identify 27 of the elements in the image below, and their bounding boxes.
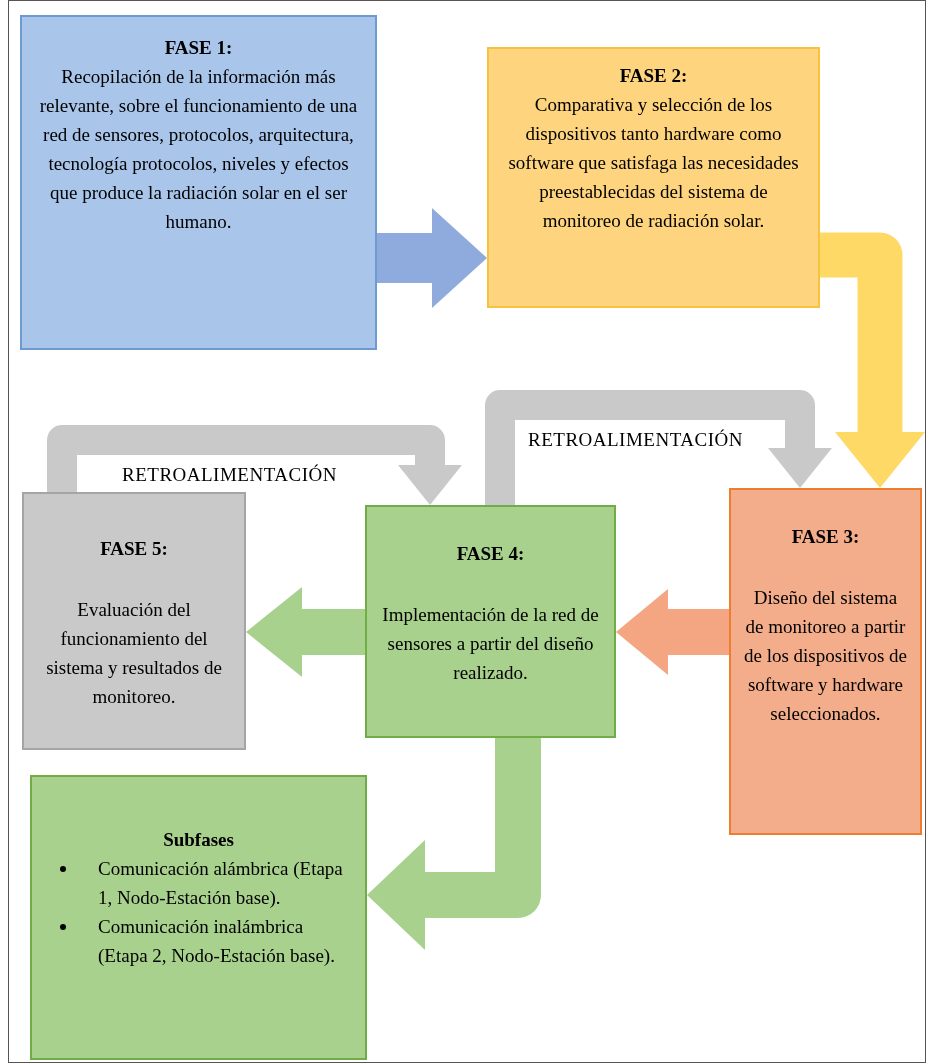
phase-box: [22, 492, 246, 750]
block-arrow: [377, 208, 487, 308]
phase-heading: FASE 5:: [100, 537, 168, 561]
block-arrow: [820, 232, 925, 488]
phase-description: Recopilación de la información más relevante, sobre el funcionamiento de una red de sensores, protocolos, arquitectura, tecnología protocolos, niveles y efectos que produce la radiación solar en el ser humano.: [38, 65, 359, 234]
block-arrow: [246, 587, 365, 677]
phase-box: [30, 775, 367, 1060]
edge-label: RETROALIMENTACIÓN: [528, 428, 743, 452]
block-arrow: [47, 425, 462, 505]
bullet-item: Comunicación alámbrica (Etapa 1, Nodo-Estación base).: [98, 857, 344, 910]
phase-heading: FASE 4:: [456, 542, 525, 566]
phase-box: [729, 488, 922, 835]
phase-description: Diseño del sistema de monitoreo a partir de los dispositivos de software y hardware seleccionados.: [743, 586, 908, 726]
edge-label: RETROALIMENTACIÓN: [122, 463, 337, 487]
phase-heading: FASE 1:: [164, 36, 233, 60]
phase-box: [487, 47, 820, 308]
block-arrow: [367, 738, 541, 950]
phase-heading: FASE 2:: [619, 64, 688, 88]
phase-heading: Subfases: [163, 828, 234, 852]
phase-description: Implementación de la red de sensores a partir del diseño realizado.: [381, 603, 600, 685]
phase-description: Evaluación del funcionamiento del sistema y resultados de monitoreo.: [45, 598, 223, 709]
phase-heading: FASE 3:: [791, 525, 860, 549]
block-arrow: [616, 589, 729, 675]
phase-box: [20, 15, 377, 350]
bullet-item: Comunicación inalámbrica (Etapa 2, Nodo-Estación base).: [98, 915, 336, 968]
phase-box: [365, 505, 616, 738]
phase-description: Comparativa y selección de los dispositivos tanto hardware como software que satisfaga las necesidades preestablecidas del sistema de monitoreo de radiación solar.: [507, 93, 800, 233]
